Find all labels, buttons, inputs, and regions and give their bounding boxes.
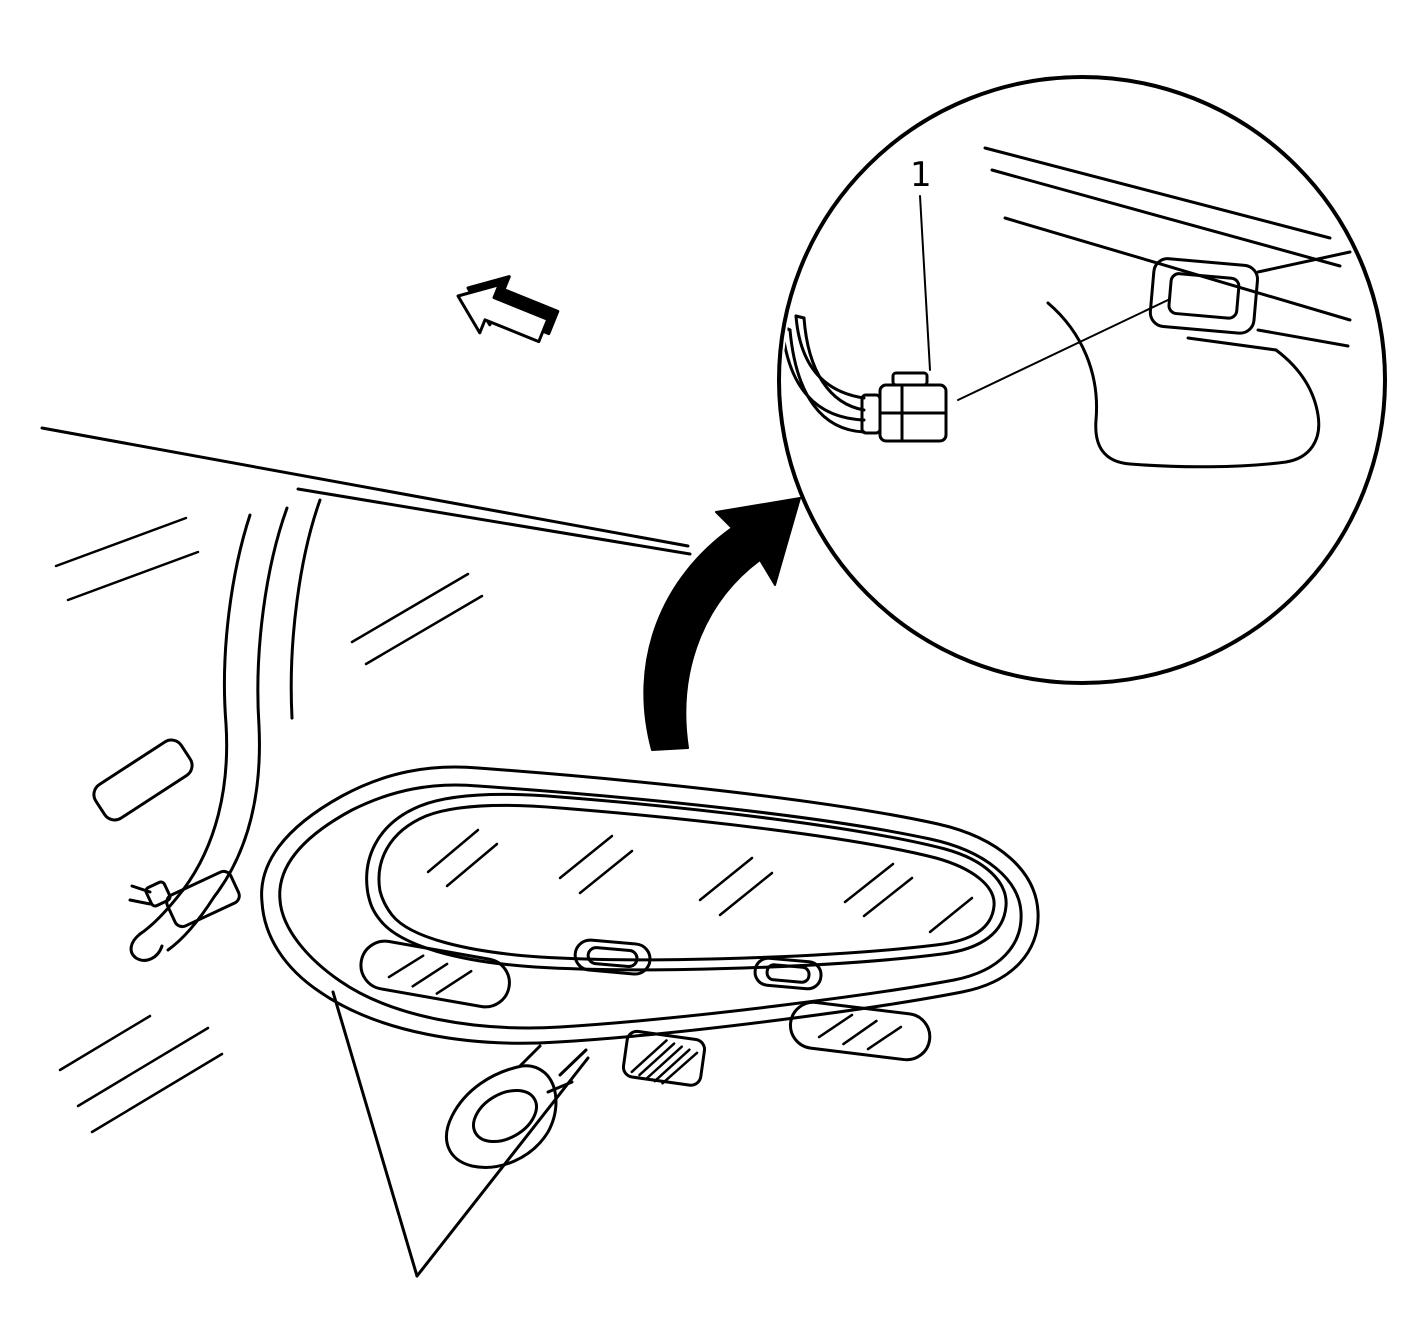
- callout-1-leader-line: [919, 195, 931, 371]
- direction-arrow-icon: [456, 275, 560, 344]
- mount-wedge-lines: [331, 990, 590, 1278]
- connector-wires: [783, 314, 866, 434]
- detail-circle: 1: [777, 75, 1387, 685]
- mirror-glass: [365, 792, 1008, 972]
- windshield-reflection-lines: [54, 516, 484, 1134]
- detail-arrow-icon: [643, 497, 801, 751]
- mirror-buttons: [573, 938, 823, 991]
- rearview-mirror-body: [260, 765, 1040, 1045]
- mirror-vents: [359, 939, 932, 1062]
- headliner-lines: [983, 146, 1352, 348]
- connector-receptacle: [1148, 257, 1260, 335]
- mirror-glass-reflection-lines: [426, 828, 974, 934]
- day-night-lever: [621, 1029, 707, 1087]
- wiring-connector: [860, 371, 948, 443]
- mirror-mount-bracket: [128, 869, 241, 929]
- visor-clip: [92, 738, 194, 822]
- headliner-mount-bracket: [1046, 301, 1321, 469]
- windshield-header-line: [40, 426, 692, 556]
- connector-alignment-line: [957, 299, 1169, 401]
- callout-1-label: 1: [910, 155, 932, 195]
- a-pillar: [129, 498, 322, 962]
